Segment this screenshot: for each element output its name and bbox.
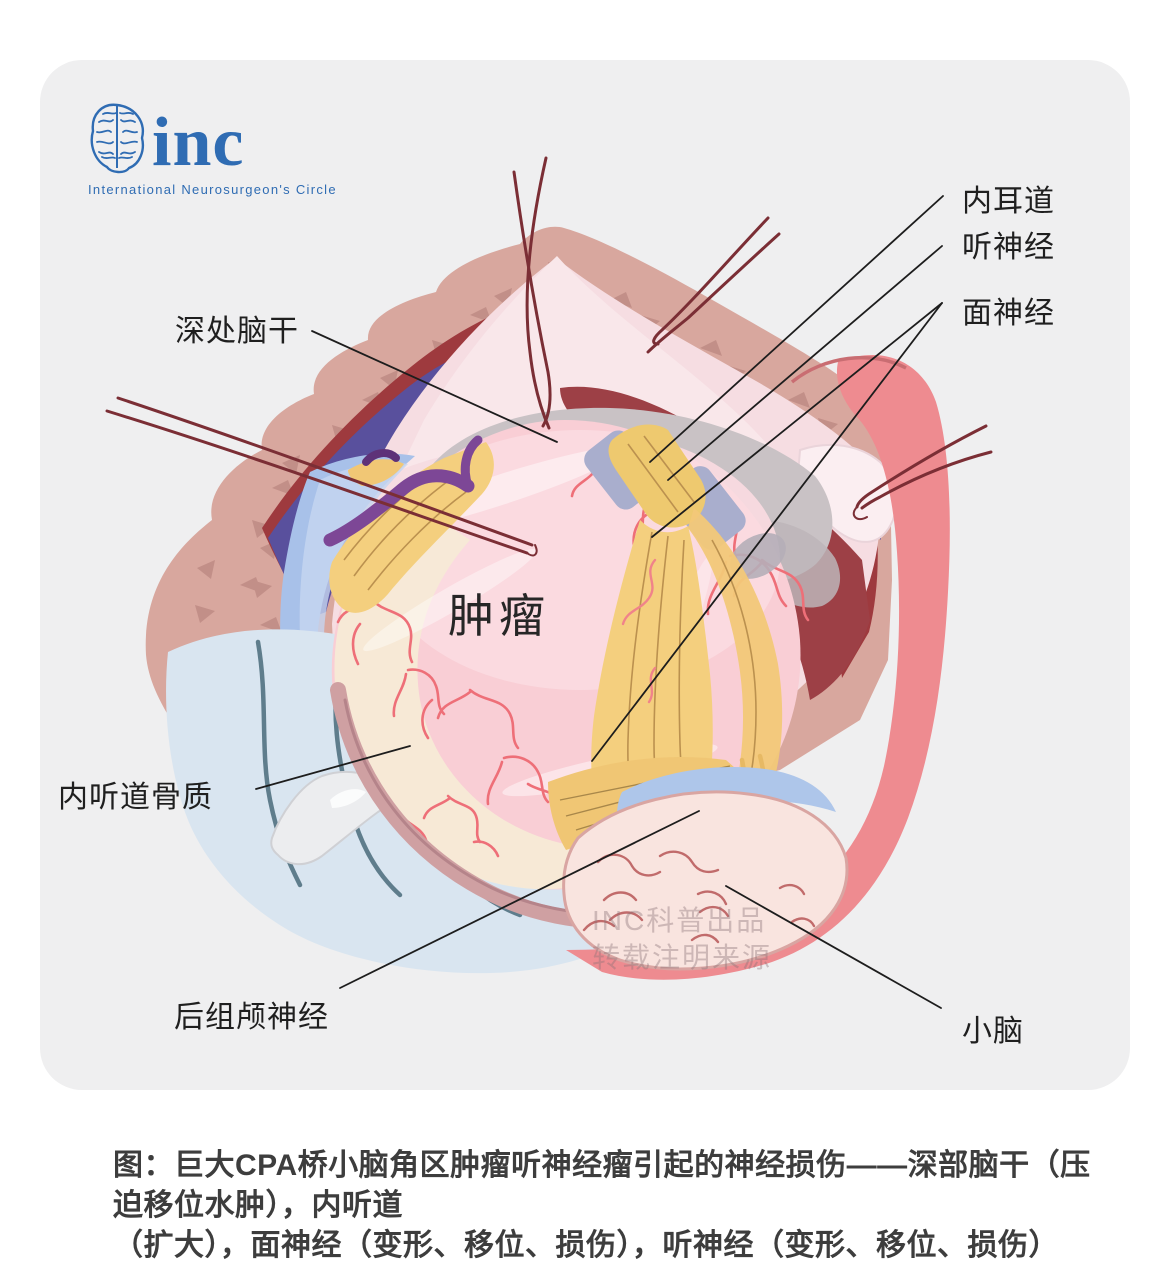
watermark: INC科普出品 转载注明来源 <box>592 902 772 976</box>
cerebellum-shape <box>562 790 849 971</box>
label-auditory-nerve: 听神经 <box>962 231 1055 264</box>
purple-vessel <box>323 435 483 547</box>
suture-threads <box>105 156 993 557</box>
pointer-facial-nerve-1 <box>651 302 943 538</box>
pointer-internal-auditory-canal <box>649 195 944 463</box>
caption-line2: （扩大），面神经（变形、移位、损伤），听神经（变形、移位、损伤） <box>113 1229 1059 1262</box>
caption-line1: 图：巨大CPA桥小脑角区肿瘤听神经瘤引起的神经损伤——深部脑干（压迫移位水肿），… <box>113 1149 1091 1222</box>
pointer-iac-bone <box>255 745 411 790</box>
watermark-line2: 转载注明来源 <box>592 942 773 973</box>
pointer-cerebellum <box>725 885 942 1009</box>
logo-tagline: International Neurosurgeon's Circle <box>88 182 337 197</box>
retractor-salmon <box>566 355 950 980</box>
pointer-facial-nerve-2 <box>591 302 943 762</box>
csf-pocket <box>617 766 836 850</box>
label-iac-bone: 内听道骨质 <box>58 781 213 814</box>
watermark-line1: INC科普出品 <box>592 905 767 936</box>
pointer-deep-brainstem <box>311 330 558 443</box>
inc-logo: inc International Neurosurgeon's Circle <box>88 102 337 197</box>
figure-caption: 图：巨大CPA桥小脑角区肿瘤听神经瘤引起的神经损伤——深部脑干（压迫移位水肿），… <box>113 1146 1093 1266</box>
brain-icon <box>90 103 145 174</box>
logo-wordmark: inc <box>152 104 245 181</box>
label-facial-nerve: 面神经 <box>962 297 1055 330</box>
label-pointer-lines <box>255 195 944 1009</box>
label-tumor: 肿瘤 <box>448 590 550 642</box>
label-deep-brainstem: 深处脑干 <box>175 315 299 348</box>
label-cerebellum: 小脑 <box>962 1015 1024 1048</box>
pointer-lower-cranial-nerves <box>339 810 700 989</box>
pointer-auditory-nerve <box>667 245 943 481</box>
label-internal-auditory-canal: 内耳道 <box>962 185 1055 218</box>
label-lower-cranial-nerves: 后组颅神经 <box>174 1001 329 1034</box>
